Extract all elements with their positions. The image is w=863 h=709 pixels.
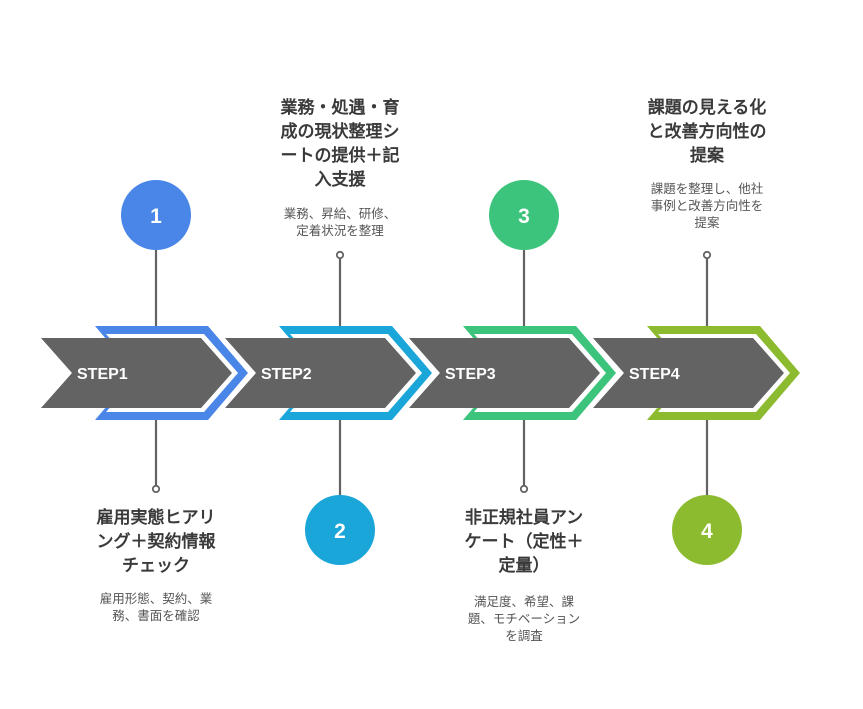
number-4: 4: [701, 520, 713, 543]
step4-title-line: と改善方向性の: [647, 122, 767, 142]
step2-title-line: ートの提供＋記: [280, 146, 400, 166]
step-label-4: STEP4: [629, 366, 680, 383]
step1-description: 雇用形態、契約、業 務、書面を確認: [66, 590, 246, 624]
step-label-3: STEP3: [445, 366, 496, 383]
arrow-body-step3: [409, 338, 600, 408]
step3-title: 非正規社員アン ケート（定性＋ 定量）: [434, 506, 614, 578]
number-circle-3: [489, 180, 559, 250]
step3-title-line: 非正規社員アン: [464, 508, 584, 528]
step3-desc-line: を調査: [505, 628, 543, 643]
step-label-2: STEP2: [261, 366, 312, 383]
step1-title: 雇用実態ヒアリ ング＋契約情報 チェック: [66, 506, 246, 578]
connector-dot-step3: [519, 484, 529, 494]
step4-desc-line: 課題を整理し、他社: [650, 181, 764, 196]
step3-desc-line: 題、モチベーション: [467, 611, 581, 626]
step2-title-line: 入支援: [314, 170, 366, 190]
connector-dot-step4: [702, 250, 712, 260]
step-label-1: STEP1: [77, 366, 128, 383]
step4-title-line: 提案: [690, 146, 724, 166]
step1-desc-line: 務、書面を確認: [112, 608, 200, 623]
number-3: 3: [518, 205, 530, 228]
step1-title-line: 雇用実態ヒアリ: [96, 508, 216, 528]
step2-description: 業務、昇給、研修、 定着状況を整理: [250, 205, 430, 239]
connectors: [151, 247, 712, 496]
step1-title-line: チェック: [122, 556, 190, 576]
step1-title-line: ング＋契約情報: [96, 532, 216, 552]
connector-dot-step2: [335, 250, 345, 260]
step4-description: 課題を整理し、他社 事例と改善方向性を 提案: [617, 180, 797, 231]
step2-desc-line: 業務、昇給、研修、: [283, 206, 397, 221]
step3-title-line: ケート（定性＋: [464, 532, 584, 552]
step4-desc-line: 事例と改善方向性を: [650, 198, 764, 213]
step2-desc-line: 定着状況を整理: [296, 223, 384, 238]
connector-dot-step1: [151, 484, 161, 494]
arrow-body-step4: [593, 338, 784, 408]
step4-desc-line: 提案: [694, 215, 720, 230]
number-circle-2: [305, 495, 375, 565]
step3-desc-line: 満足度、希望、課: [473, 594, 574, 609]
number-2: 2: [334, 520, 346, 543]
step2-title-line: 業務・処遇・育: [280, 98, 400, 118]
number-1: 1: [150, 205, 162, 228]
step-labels: STEP1 STEP2 STEP3 STEP4: [77, 366, 680, 383]
number-circle-1: [121, 180, 191, 250]
step2-title-line: 成の現状整理シ: [280, 122, 400, 142]
number-circles: 1 2 3 4: [121, 180, 742, 565]
arrow-body-step1: [41, 338, 232, 408]
number-circle-4: [672, 495, 742, 565]
step4-title-line: 課題の見える化: [647, 98, 767, 118]
step2-title: 業務・処遇・育 成の現状整理シ ートの提供＋記 入支援: [250, 96, 430, 192]
arrow-bodies: [41, 338, 784, 408]
step3-title-line: 定量）: [498, 556, 550, 576]
step1-desc-line: 雇用形態、契約、業: [99, 591, 213, 606]
step4-title: 課題の見える化 と改善方向性の 提案: [617, 96, 797, 168]
arrow-body-step2: [225, 338, 416, 408]
step3-description: 満足度、希望、課 題、モチベーション を調査: [434, 593, 614, 644]
